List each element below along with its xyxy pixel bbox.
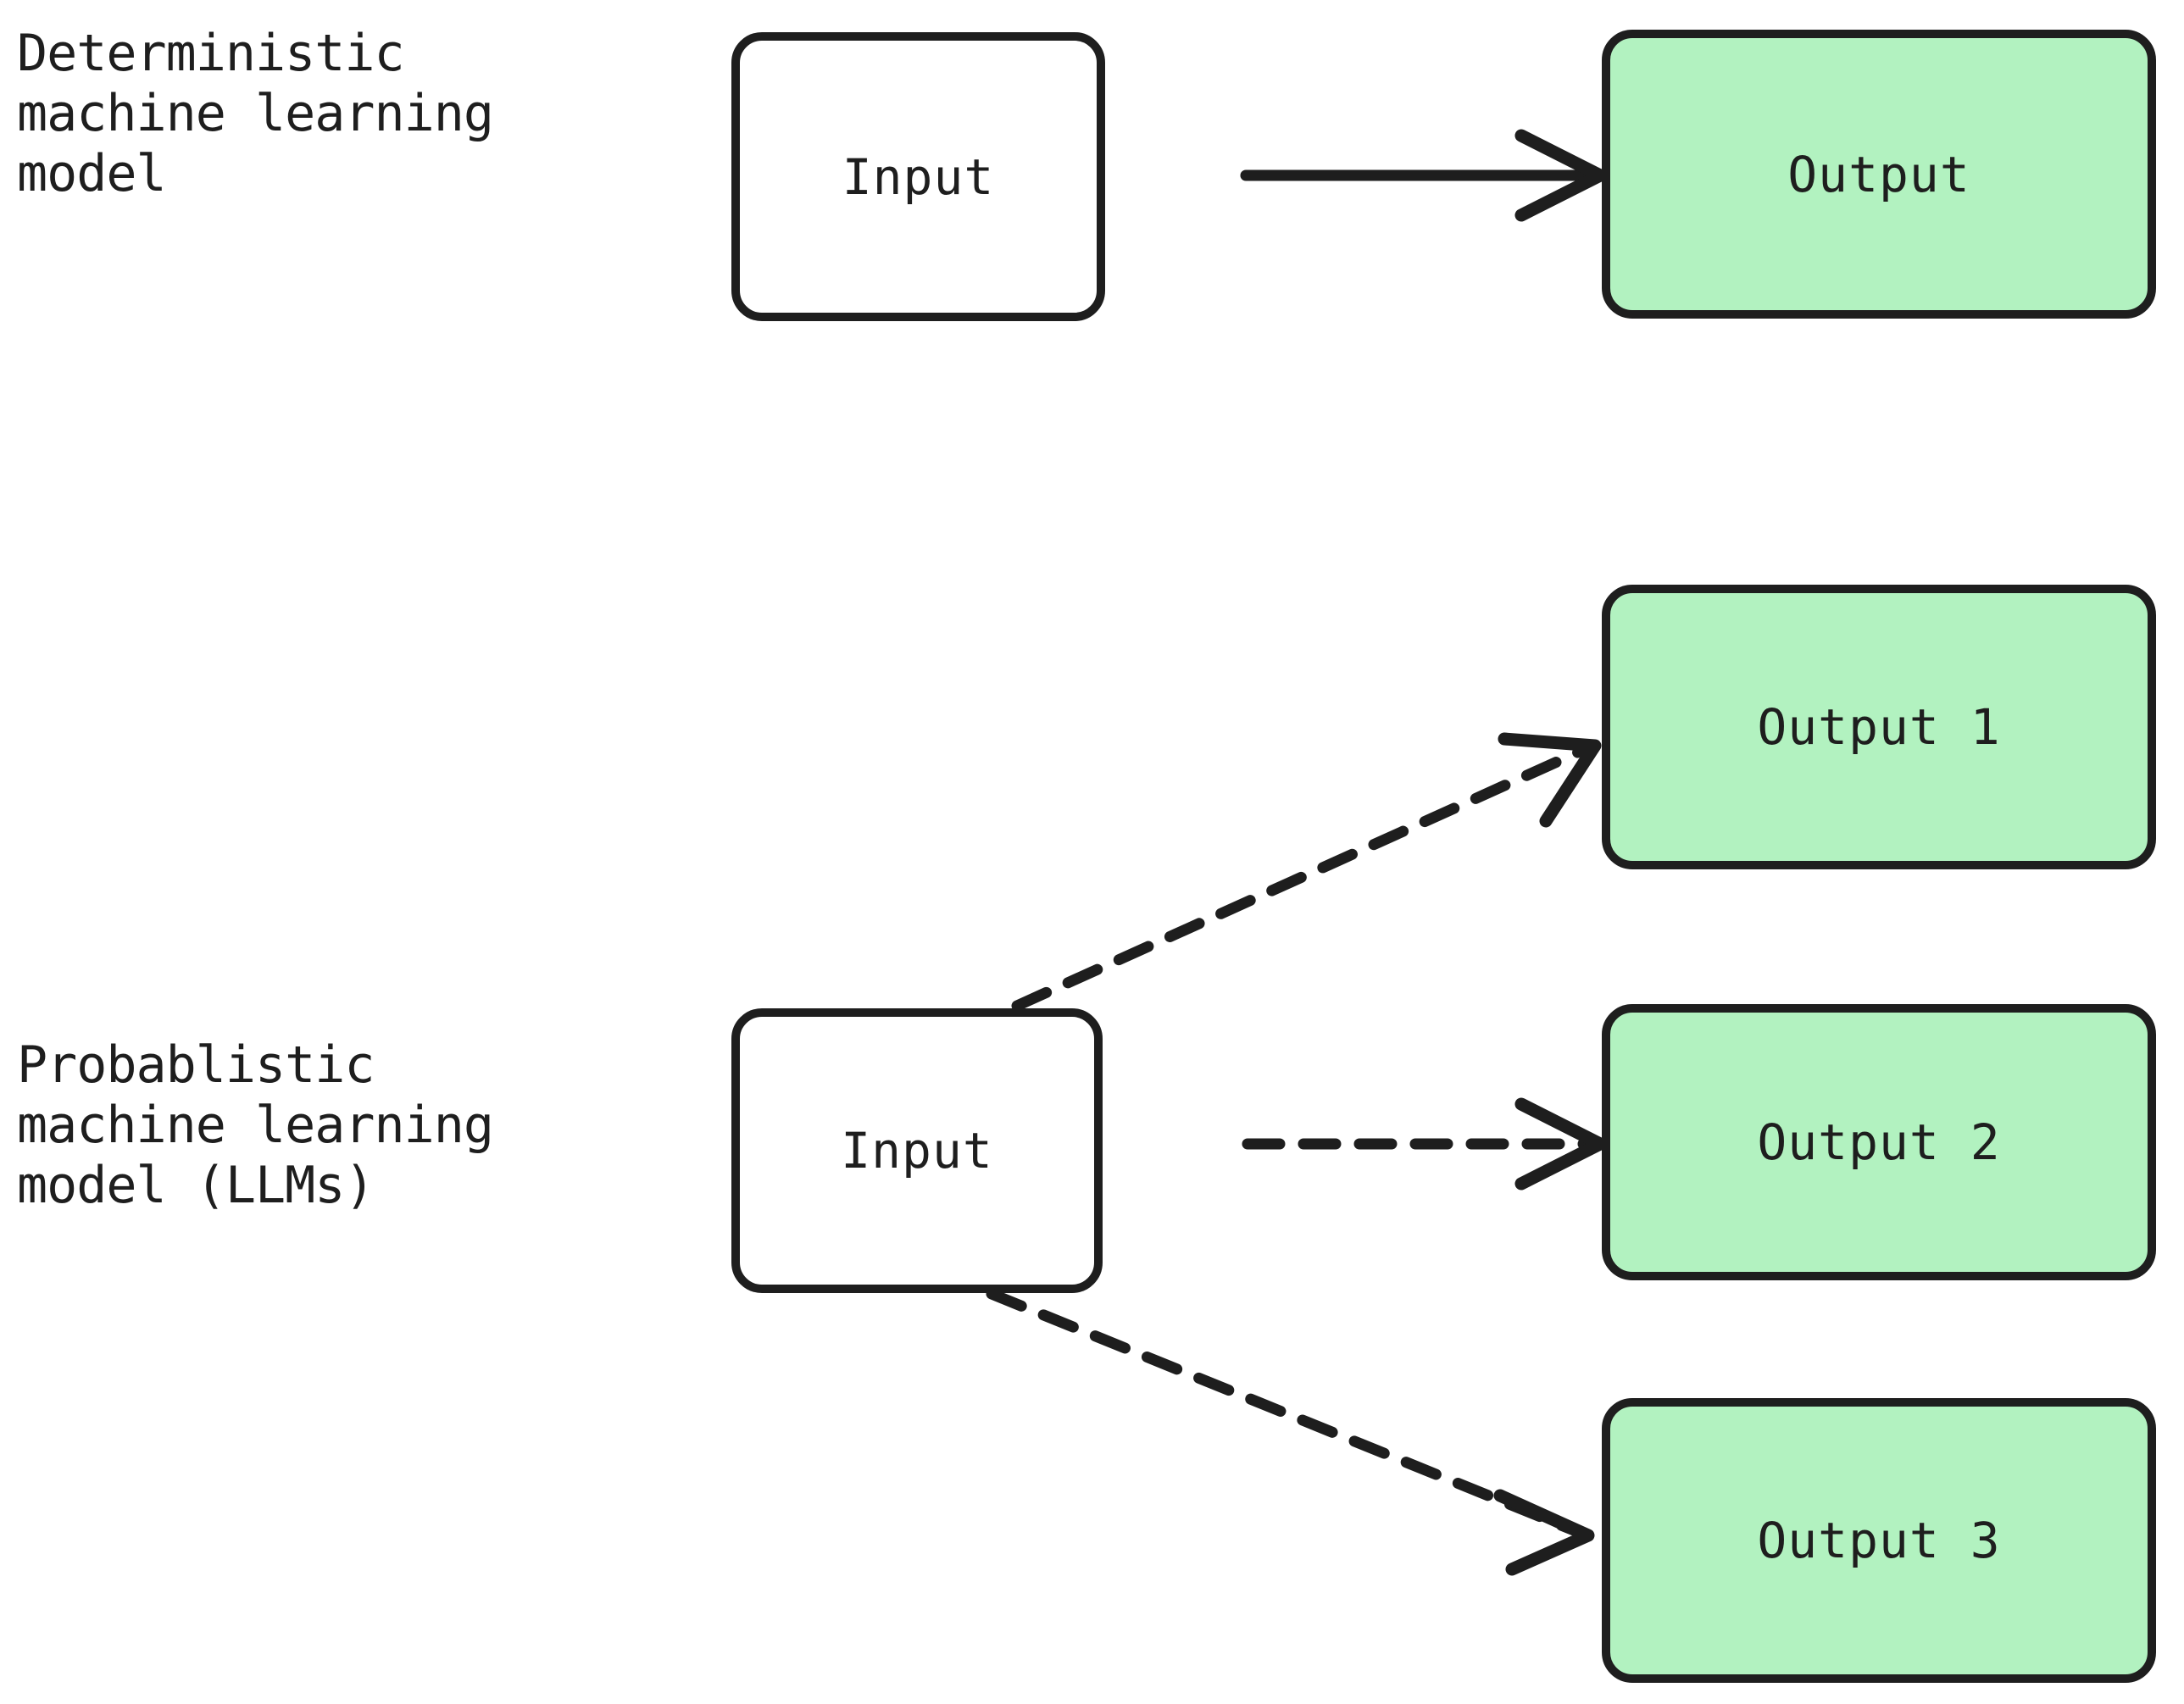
edge-input-to-output-3-line	[986, 1288, 1580, 1536]
edge-input-to-output-3-arrowhead	[1493, 1489, 1595, 1576]
edge-input-to-output	[1240, 129, 1607, 222]
node-input-deterministic-label: Input	[842, 147, 995, 206]
edge-input-to-output-1-arrowhead	[1498, 732, 1602, 828]
node-output-deterministic[interactable]: Output	[1602, 30, 2156, 319]
node-input-probabilistic-label: Input	[841, 1122, 993, 1179]
node-output-3[interactable]: Output 3	[1602, 1398, 2156, 1683]
node-output-2[interactable]: Output 2	[1602, 1004, 2156, 1280]
node-input-probabilistic[interactable]: Input	[731, 1008, 1103, 1293]
node-output-deterministic-label: Output	[1787, 145, 1970, 203]
edge-input-to-output-2	[1242, 1097, 1607, 1191]
edge-input-to-output-1-line	[1011, 745, 1587, 1012]
node-output-2-label: Output 2	[1757, 1113, 2001, 1171]
edge-input-to-output-2-arrowhead	[1514, 1097, 1607, 1191]
edge-input-to-output-3	[986, 1288, 1595, 1576]
caption-deterministic-model: Deterministic machine learning model	[17, 24, 494, 203]
node-output-3-label: Output 3	[1757, 1512, 2001, 1569]
edge-input-to-output-1	[1011, 732, 1602, 1012]
caption-probabilistic-model: Probablistic machine learning model (LLM…	[17, 1035, 494, 1215]
node-output-1-label: Output 1	[1757, 698, 2001, 756]
node-output-1[interactable]: Output 1	[1602, 585, 2156, 869]
node-input-deterministic[interactable]: Input	[731, 32, 1105, 321]
edge-input-to-output-arrowhead	[1514, 129, 1607, 222]
